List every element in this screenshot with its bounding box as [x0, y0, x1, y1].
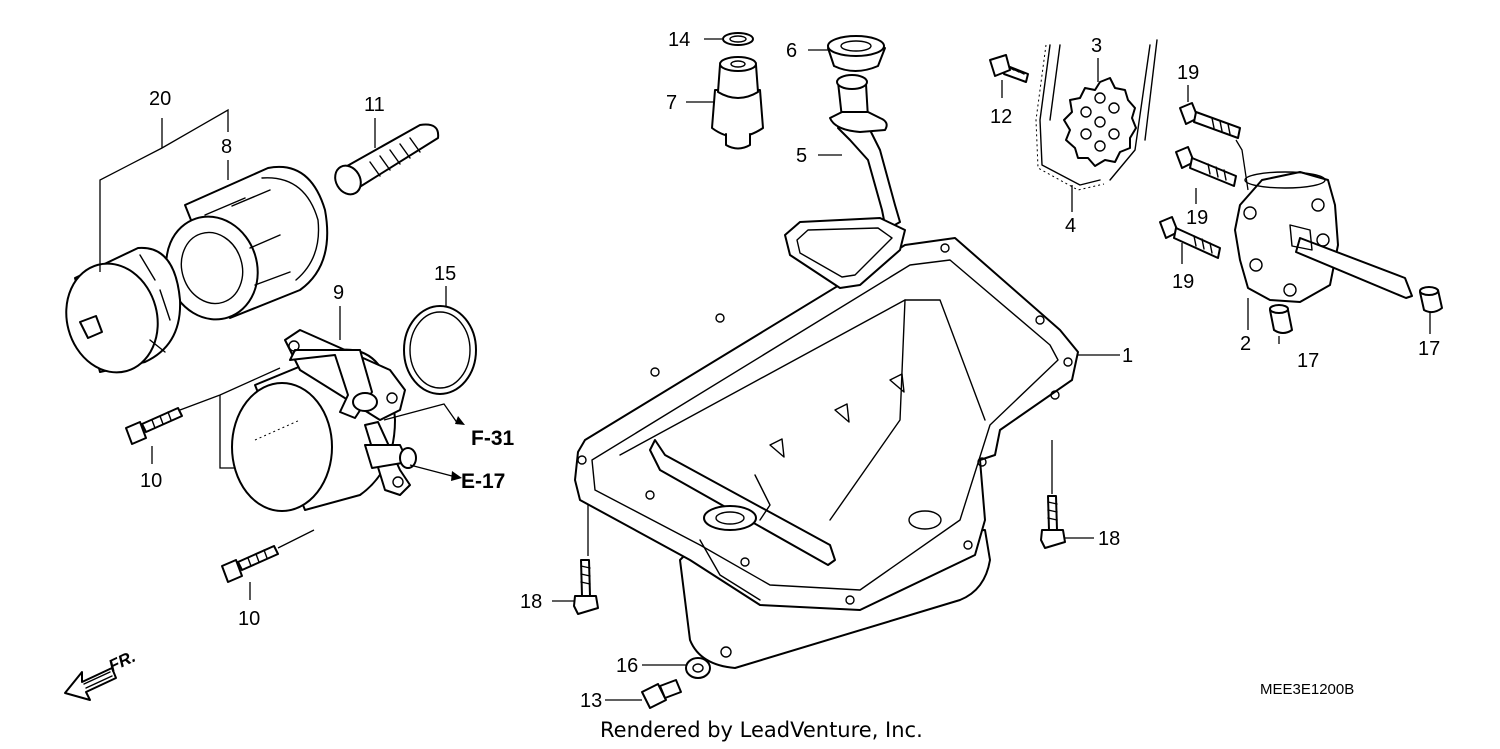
- relief-valve[interactable]: [711, 56, 764, 150]
- callout-1: 1: [1122, 345, 1133, 367]
- oil-strainer-pipe[interactable]: [784, 74, 906, 289]
- cooler-bolt-10-upper[interactable]: [125, 407, 183, 445]
- drain-bolt[interactable]: [641, 679, 682, 709]
- callout-2: 2: [1240, 333, 1251, 355]
- dowel-pin-17-right[interactable]: [1419, 286, 1443, 314]
- callout-11: 11: [364, 94, 385, 116]
- callout-14: 14: [668, 29, 690, 51]
- callout-17-left: 17: [1297, 350, 1319, 372]
- reference-e17[interactable]: E-17: [461, 470, 505, 493]
- pump-bolt-19-bottom[interactable]: [1159, 216, 1221, 259]
- callout-18-left: 18: [520, 591, 542, 613]
- callout-17-right: 17: [1418, 338, 1440, 360]
- pump-bolt-19-middle[interactable]: [1175, 146, 1237, 187]
- dowel-pin-17-left[interactable]: [1269, 304, 1293, 334]
- callout-3: 3: [1091, 35, 1102, 57]
- callout-19-top: 19: [1177, 62, 1199, 84]
- callout-10-upper: 10: [140, 470, 162, 492]
- flange-bolt-12[interactable]: [989, 54, 1029, 83]
- callout-12: 12: [990, 106, 1012, 128]
- callout-18-right: 18: [1098, 528, 1120, 550]
- oil-filter-wrench[interactable]: [54, 246, 182, 383]
- callout-19-middle: 19: [1186, 207, 1208, 229]
- seal-ring[interactable]: [827, 35, 886, 72]
- front-arrow-icon: [64, 667, 117, 701]
- callout-10-lower: 10: [238, 608, 260, 630]
- pan-bolt-18-right[interactable]: [1040, 495, 1066, 549]
- oil-filter[interactable]: [153, 165, 329, 331]
- oil-pump-sprocket[interactable]: [1063, 77, 1137, 167]
- callout-20: 20: [149, 88, 171, 110]
- cooler-bolt-10-lower[interactable]: [221, 545, 279, 583]
- cooler-o-ring[interactable]: [403, 305, 477, 395]
- callout-6: 6: [786, 40, 797, 62]
- oil-pump-chain[interactable]: [1035, 39, 1158, 191]
- front-direction-indicator: FR.: [64, 647, 139, 701]
- callout-8: 8: [221, 136, 232, 158]
- oil-cooler[interactable]: [231, 329, 417, 512]
- callout-5: 5: [796, 145, 807, 167]
- pan-bolt-18-left[interactable]: [573, 559, 599, 615]
- callout-labels: 1 2 3 4 5 6 7 8 9 10 10 11 12 13 14 15 1…: [140, 29, 1440, 742]
- oil-pump[interactable]: [1234, 171, 1413, 303]
- diagram-code: MEE3E1200B: [1260, 681, 1354, 698]
- callout-13: 13: [580, 690, 602, 712]
- drain-washer[interactable]: [685, 657, 711, 679]
- callout-4: 4: [1065, 215, 1076, 237]
- callout-15: 15: [434, 263, 456, 285]
- leader-lines: [99, 38, 1431, 701]
- credit-text: Rendered by LeadVenture, Inc.: [600, 718, 923, 742]
- o-ring-small[interactable]: [722, 32, 754, 46]
- pump-bolt-19-top[interactable]: [1179, 102, 1241, 139]
- reference-f31[interactable]: F-31: [471, 427, 515, 450]
- callout-7: 7: [666, 92, 677, 114]
- filter-stud[interactable]: [330, 123, 440, 199]
- callout-9: 9: [333, 282, 344, 304]
- callout-19-bottom: 19: [1172, 271, 1194, 293]
- oil-pan[interactable]: [574, 233, 1079, 669]
- callout-16: 16: [616, 655, 638, 677]
